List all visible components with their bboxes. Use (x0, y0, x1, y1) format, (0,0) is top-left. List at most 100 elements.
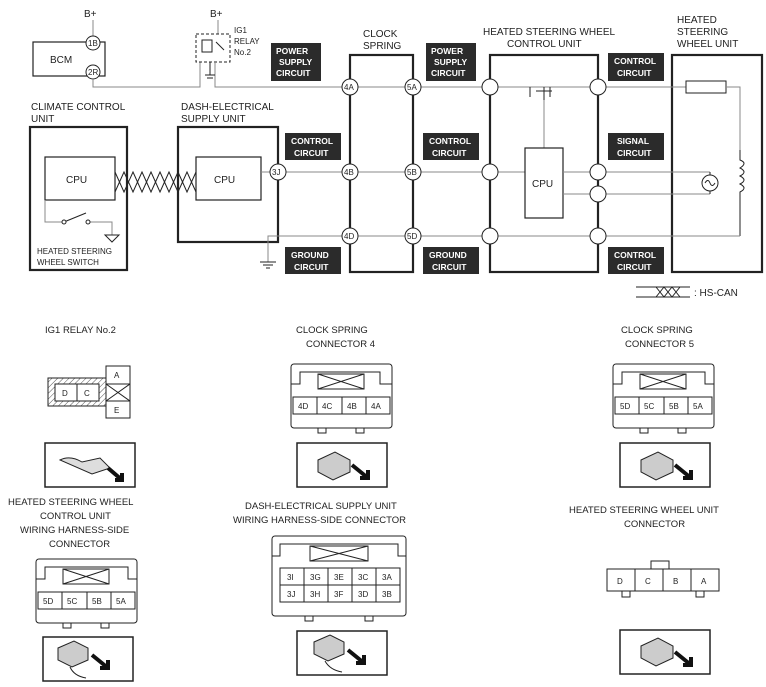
cs4-title-2: CONNECTOR 4 (306, 339, 375, 350)
pin-hswcu-control (481, 163, 499, 181)
relay-label-1: IG1 (234, 26, 247, 35)
ig1-relay-symbol (195, 33, 231, 63)
cs5-photo-icon (619, 442, 711, 488)
pin-5d: 5D (404, 227, 422, 245)
hsw-unit-box (670, 53, 764, 274)
hswu-pin-c: C (645, 577, 651, 586)
hswu-conn-title-1: HEATED STEERING WHEEL UNIT (569, 505, 719, 516)
hswu-pin-b: B (673, 577, 678, 586)
svg-text:CONTROL: CONTROL (614, 56, 656, 66)
pin-hswcu-ground (481, 227, 499, 245)
ig1-relay-title: IG1 RELAY No.2 (45, 325, 116, 336)
pin-1b (85, 35, 101, 51)
relay-label-2: RELAY (234, 37, 260, 46)
pin-4a: 4A (341, 78, 359, 96)
clock-spring-label-1: CLOCK (363, 29, 398, 40)
dash-pin-3a: 3A (382, 573, 392, 582)
dash-pin-3h: 3H (310, 590, 320, 599)
heater-element (685, 80, 727, 94)
dash-pin-3b: 3B (382, 590, 392, 599)
dash-label-2: SUPPLY UNIT (181, 114, 246, 125)
svg-text:CIRCUIT: CIRCUIT (431, 68, 466, 78)
b-plus-label-1: B+ (84, 9, 97, 20)
svg-text:POWER: POWER (276, 46, 308, 56)
pin-hswcu-ctrl-bottom (589, 227, 607, 245)
ig1-pin-c: C (84, 389, 90, 398)
hswcu-title: HEATED STEERING WHEEL (483, 27, 615, 38)
pin-hswcu-signal-2 (589, 185, 607, 203)
clock-spring-connector-5 (612, 363, 715, 434)
svg-text:3J: 3J (272, 168, 280, 177)
dash-pin-3f: 3F (334, 590, 343, 599)
climate-label-1: CLIMATE CONTROL (31, 102, 126, 113)
hsw-switch-label-2: WHEEL SWITCH (37, 258, 99, 267)
wire-ground-row (267, 235, 740, 262)
svg-text:SIGNAL: SIGNAL (617, 136, 649, 146)
svg-text:4A: 4A (344, 83, 354, 92)
svg-text:4D: 4D (344, 232, 354, 241)
ig1-relay-photo-icon (44, 442, 136, 488)
cs4-photo-icon (296, 442, 388, 488)
svg-text:SUPPLY: SUPPLY (279, 57, 313, 67)
svg-text:CONTROL: CONTROL (291, 136, 333, 146)
dash-conn-title-2: WIRING HARNESS-SIDE CONNECTOR (233, 515, 406, 526)
cs4-pin-4d: 4D (298, 402, 308, 411)
dash-unit-box (176, 125, 280, 244)
tag-control-mid-2: CONTROL CIRCUIT (423, 133, 479, 160)
svg-text:SUPPLY: SUPPLY (434, 57, 468, 67)
wire-bcm-relay (92, 62, 201, 88)
dash-pin-3j: 3J (287, 590, 295, 599)
cs5-pin-5b: 5B (669, 402, 679, 411)
wire-heater-down (726, 86, 741, 150)
svg-text:CIRCUIT: CIRCUIT (294, 148, 329, 158)
climate-unit-box (28, 125, 129, 272)
bcm-label: BCM (50, 55, 72, 66)
relay-contact (215, 41, 225, 51)
tag-control-bottom: CONTROL CIRCUIT (608, 247, 664, 274)
hswcu-conn-title-1: HEATED STEERING WHEEL (8, 497, 133, 508)
hswcu-title-2: CONTROL UNIT (507, 39, 582, 50)
climate-label-2: UNIT (31, 114, 54, 125)
dash-pin-3g: 3G (310, 573, 321, 582)
hsw-unit-label-1: HEATED (677, 15, 717, 26)
pin-hswcu-power (481, 78, 499, 96)
cs5-pin-5a: 5A (693, 402, 703, 411)
cs4-pin-4c: 4C (322, 402, 332, 411)
svg-text:CONTROL: CONTROL (614, 250, 656, 260)
bcm-box (32, 41, 106, 77)
hsw-unit-label-3: WHEEL UNIT (677, 39, 738, 50)
fet-symbol (529, 87, 552, 100)
cs5-title-2: CONNECTOR 5 (625, 339, 694, 350)
switch-contact (63, 212, 87, 223)
pin-1b-label: 1B (88, 39, 98, 48)
hswu-photo-icon (619, 629, 711, 675)
hswcu-cpu-label: CPU (532, 179, 553, 190)
svg-text:POWER: POWER (431, 46, 463, 56)
cs4-pin-4b: 4B (347, 402, 357, 411)
hswcu-conn-title-2: CONTROL UNIT (40, 511, 111, 522)
svg-text:GROUND: GROUND (429, 250, 467, 260)
ig1-relay-pin-block (105, 365, 131, 419)
tag-ground-2: GROUND CIRCUIT (423, 247, 479, 274)
cs5-pin-5d: 5D (620, 402, 630, 411)
pin-4b: 4B (341, 163, 359, 181)
hs-can-legend-symbol (636, 286, 690, 298)
svg-text:5A: 5A (407, 83, 417, 92)
relay-ground-symbol (205, 74, 215, 79)
svg-text:CIRCUIT: CIRCUIT (294, 262, 329, 272)
clock-spring-box (348, 53, 415, 274)
hswcu-pin-5a: 5A (116, 597, 126, 606)
cs4-pin-4a: 4A (371, 402, 381, 411)
hsw-unit-connector (606, 560, 720, 598)
dash-label-1: DASH-ELECTRICAL (181, 102, 274, 113)
pin-2r-label: 2R (88, 68, 98, 77)
dash-pin-3c: 3C (358, 573, 368, 582)
dash-conn-title-1: DASH-ELECTRICAL SUPPLY UNIT (245, 501, 397, 512)
b-plus-label-2: B+ (210, 9, 223, 20)
dash-cpu-box (195, 156, 262, 201)
hswcu-harness-connector (35, 558, 138, 629)
svg-text:CIRCUIT: CIRCUIT (617, 148, 652, 158)
relay-coil (201, 39, 213, 53)
hswu-pin-a: A (701, 577, 707, 586)
svg-text:CIRCUIT: CIRCUIT (432, 262, 467, 272)
